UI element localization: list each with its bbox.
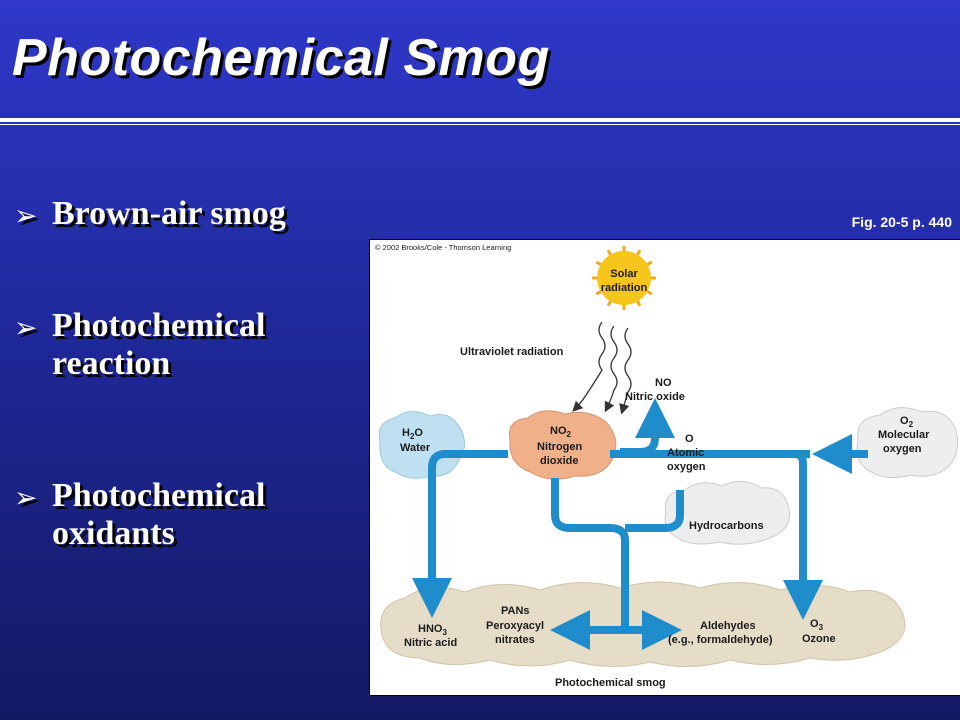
no2-name-2: dioxide: [540, 455, 579, 467]
bullet-text: Photochemical: [52, 477, 266, 514]
o-name-2: oxygen: [667, 461, 706, 473]
no2-formula: NO2: [550, 425, 572, 439]
bullet-text-cont: oxidants: [52, 515, 175, 552]
no-name: Nitric oxide: [625, 391, 685, 403]
o2-name-1: Molecular: [878, 429, 930, 441]
aldehydes-label-1: Aldehydes: [700, 620, 756, 632]
pans-label-3: nitrates: [495, 634, 535, 646]
h2o-formula: H2O: [402, 427, 423, 441]
no2-name-1: Nitrogen: [537, 441, 583, 453]
pans-label-2: Peroxyacyl: [486, 620, 544, 632]
title-divider: [0, 118, 960, 122]
hydrocarbons-cloud: [664, 481, 790, 545]
arrowhead-bullet-icon: ➢: [14, 311, 38, 344]
arrowhead-bullet-icon: ➢: [14, 199, 38, 232]
no-formula: NO: [655, 377, 672, 389]
no2-cloud: [508, 410, 617, 480]
slide-title: Photochemical Smog: [12, 29, 550, 87]
aldehydes-label-2: (e.g., formaldehyde): [668, 634, 773, 646]
copyright-text: © 2002 Brooks/Cole - Thomson Learning: [375, 243, 511, 252]
solar-label-1: Solar: [610, 268, 638, 280]
smog-label: Photochemical smog: [555, 677, 666, 689]
solar-label-2: radiation: [601, 282, 648, 294]
o2-name-2: oxygen: [883, 443, 922, 455]
pans-label-1: PANs: [501, 605, 530, 617]
hno3-name: Nitric acid: [404, 637, 457, 649]
uv-label: Ultraviolet radiation: [460, 346, 564, 358]
o3-name: Ozone: [802, 633, 836, 645]
o-name-1: Atomic: [667, 447, 704, 459]
smog-diagram-svg: © 2002 Brooks/Cole - Thomson Learning So…: [375, 243, 959, 689]
o3-formula: O3: [810, 618, 824, 632]
bullet-text: Brown-air smog: [52, 195, 286, 232]
bullet-text: Photochemical: [52, 307, 266, 344]
figure-reference: Fig. 20-5 p. 440: [851, 214, 952, 230]
smog-diagram: © 2002 Brooks/Cole - Thomson Learning So…: [369, 239, 960, 696]
arrowhead-bullet-icon: ➢: [14, 481, 38, 514]
bullet-item: ➢ Brown-air smog: [14, 195, 286, 235]
reaction-arrows: [412, 398, 868, 650]
sun-icon: [592, 246, 656, 310]
oxygen-cloud: [856, 407, 959, 479]
smog-cloud: [380, 581, 906, 667]
hydrocarbons-label: Hydrocarbons: [689, 520, 764, 532]
h2o-name: Water: [400, 442, 431, 454]
o-formula: O: [685, 433, 694, 445]
bullet-text-cont: reaction: [52, 345, 171, 382]
o2-formula: O2: [900, 415, 914, 429]
hno3-formula: HNO3: [418, 623, 447, 637]
water-cloud: [378, 411, 465, 479]
title-divider-thin: [0, 124, 960, 125]
uv-wavy-arrows: [572, 321, 632, 415]
